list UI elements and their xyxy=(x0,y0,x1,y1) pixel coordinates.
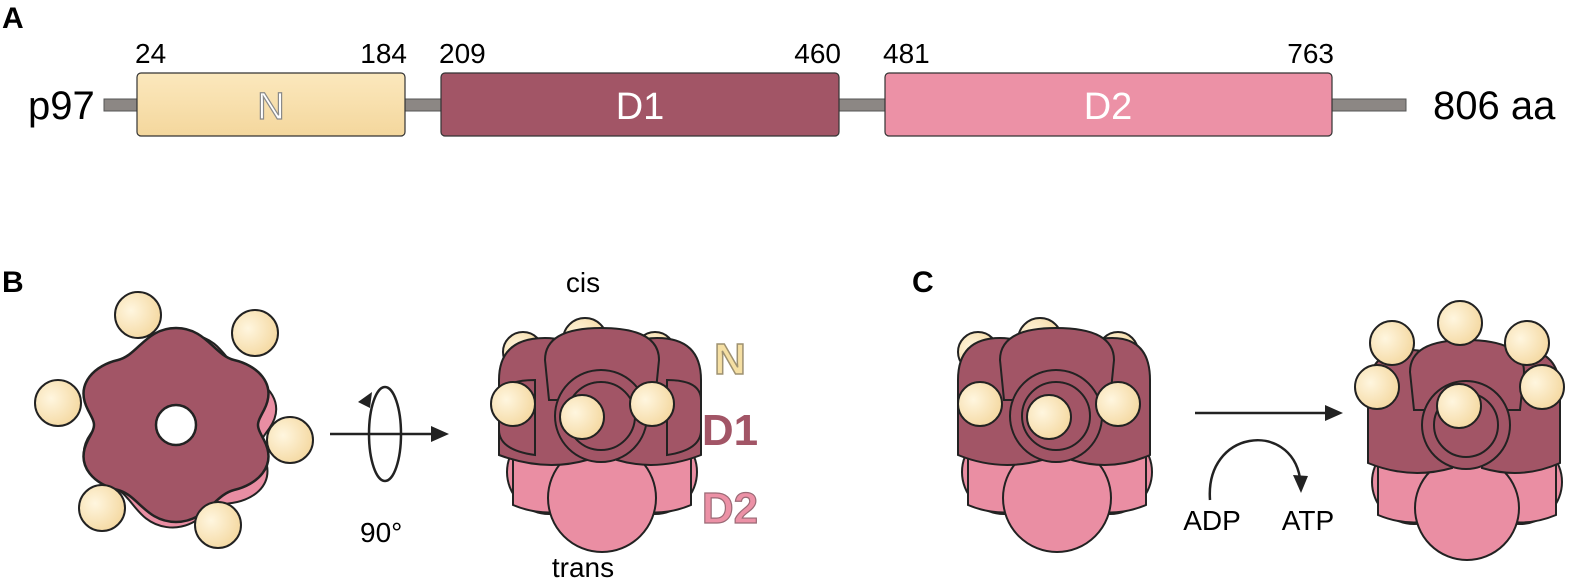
hexamer-side-view-b xyxy=(490,317,702,553)
layer-label-n: N xyxy=(714,335,746,384)
hexamer-top-view xyxy=(82,326,278,529)
protein-length-label: 806 aa xyxy=(1433,84,1556,128)
d2-domain-bar xyxy=(884,72,1333,137)
n-domains-top-view xyxy=(34,291,314,549)
reaction-curved-arrowhead xyxy=(1293,475,1308,493)
n-domain-ball-1 xyxy=(114,291,162,339)
c1-n-front-layer xyxy=(957,381,1141,440)
rotation-angle-label: 90° xyxy=(360,517,402,548)
n-domain-bar-label: N xyxy=(257,86,284,128)
d1-domain-bar-label: D1 xyxy=(616,86,665,128)
rotation-arrow xyxy=(330,385,449,483)
d2-domain-end: 763 xyxy=(1287,38,1334,69)
d1-domain-start: 209 xyxy=(439,38,486,69)
c2-n-raised-layer xyxy=(1354,300,1565,429)
n-front-layer xyxy=(490,381,675,440)
n-domain-bar xyxy=(136,72,406,137)
n-domain-ball-4 xyxy=(266,416,314,464)
d1-domain-end: 460 xyxy=(794,38,841,69)
rotation-axis-arrowhead xyxy=(431,426,449,442)
n-domain-ball-3 xyxy=(34,379,82,427)
n-domain-ball-5 xyxy=(78,484,126,532)
rotation-loop-arrowhead xyxy=(358,392,372,408)
trans-label: trans xyxy=(552,552,614,581)
domain-map: p97 806 aa N 24 184 D1 209 460 D2 481 76… xyxy=(28,38,1556,137)
adp-label: ADP xyxy=(1183,505,1241,536)
n-domain-ball-2 xyxy=(231,309,279,357)
panel-letter-c: C xyxy=(912,266,934,299)
d2-domain-bar-label: D2 xyxy=(1084,86,1133,128)
atp-label: ATP xyxy=(1282,505,1334,536)
layer-label-d1: D1 xyxy=(702,406,758,455)
reaction-curved-arrow xyxy=(1208,439,1302,501)
n-domain-start: 24 xyxy=(135,38,166,69)
hexamer-adp-state xyxy=(957,317,1153,553)
n-domain-end: 184 xyxy=(360,38,407,69)
hexamer-atp-state xyxy=(1354,300,1565,561)
protein-name-label: p97 xyxy=(28,84,95,128)
n-domain-ball-6 xyxy=(194,501,242,549)
reaction-arrow xyxy=(1195,405,1343,501)
panel-letter-a: A xyxy=(2,2,24,35)
panel-letter-b: B xyxy=(2,266,24,299)
cis-label: cis xyxy=(566,267,600,298)
d1-domain-bar xyxy=(440,72,840,137)
reaction-main-arrowhead xyxy=(1325,405,1343,421)
d2-domain-start: 481 xyxy=(883,38,930,69)
central-pore xyxy=(154,403,198,447)
layer-label-d2: D2 xyxy=(702,484,758,533)
